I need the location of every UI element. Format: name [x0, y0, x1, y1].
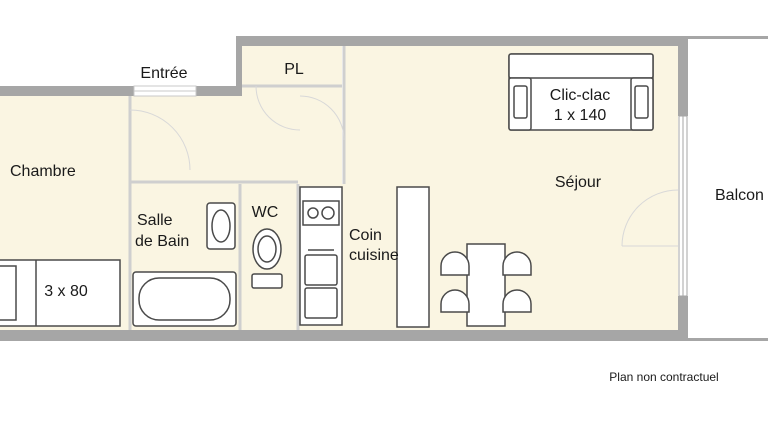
- kitchen-sink-basin: [304, 287, 338, 319]
- dining-table: [466, 243, 506, 327]
- sofa: [508, 53, 654, 131]
- wall-bottom: [0, 330, 688, 341]
- bed-frame: [0, 259, 121, 327]
- sofa-back: [508, 53, 654, 79]
- stool-top-left: [440, 251, 470, 276]
- partitions: [128, 46, 346, 330]
- wall-top-left-b: [196, 86, 242, 96]
- stool-bottom-left: [440, 289, 470, 313]
- wall-right-bottom: [678, 296, 688, 341]
- label-sdb-1: Salle: [137, 212, 173, 229]
- balcon-window: [678, 115, 688, 297]
- balcon-rail-bottom: [688, 338, 768, 341]
- kitchen-units: [299, 186, 343, 326]
- bathroom-fixtures: [132, 202, 237, 327]
- wall-top-left-a: [0, 86, 134, 96]
- label-chambre: Chambre: [10, 163, 76, 180]
- bathtub-inner: [138, 277, 231, 321]
- wall-top-right: [236, 36, 688, 46]
- entree-floor: [130, 96, 242, 184]
- sofa-cushion-left: [513, 85, 528, 119]
- kitchen-sink-drain: [304, 254, 338, 286]
- burner-left: [307, 207, 319, 219]
- label-cuisine-2: cuisine: [349, 247, 399, 264]
- label-balcon: Balcon: [715, 187, 764, 204]
- balcon-rail-top: [688, 36, 768, 39]
- labels: Entrée PL Chambre Séjour Balcon WC Salle…: [10, 61, 764, 384]
- hall-floor: [242, 86, 342, 184]
- walls: [0, 36, 768, 341]
- toilet: [251, 228, 283, 289]
- label-pl: PL: [284, 61, 304, 78]
- door-chambre-swing: [129, 109, 191, 171]
- label-bed: 3 x 80: [44, 283, 88, 300]
- door-sejour-swing: [299, 95, 345, 141]
- door-balcon-swing: [621, 189, 679, 247]
- label-cuisine-1: Coin: [349, 227, 382, 244]
- burner-right: [321, 206, 335, 220]
- label-sejour: Séjour: [555, 174, 602, 191]
- stool-bottom-right: [502, 289, 532, 313]
- label-entree: Entrée: [140, 65, 187, 82]
- pl-floor: [242, 46, 342, 86]
- bed-pillow: [0, 265, 17, 321]
- bed: [0, 259, 121, 327]
- wall-right-top: [678, 36, 688, 116]
- sofa-cushion-right: [634, 85, 649, 119]
- label-sdb-2: de Bain: [135, 233, 189, 250]
- bar-counter: [396, 186, 430, 328]
- label-sofa-1: Clic-clac: [550, 87, 610, 104]
- washbasin-bowl: [211, 209, 231, 243]
- door-swings: [129, 85, 679, 247]
- footer-note: Plan non contractuel: [609, 370, 718, 384]
- label-wc: WC: [252, 204, 279, 221]
- door-pl-swing: [255, 85, 301, 131]
- label-sofa-2: 1 x 140: [554, 107, 607, 124]
- wall-step-vertical: [236, 36, 242, 96]
- entry-door: [133, 85, 197, 97]
- toilet-seat: [257, 235, 277, 263]
- toilet-tank: [251, 273, 283, 289]
- dining-set: [440, 243, 532, 327]
- stool-top-right: [502, 251, 532, 276]
